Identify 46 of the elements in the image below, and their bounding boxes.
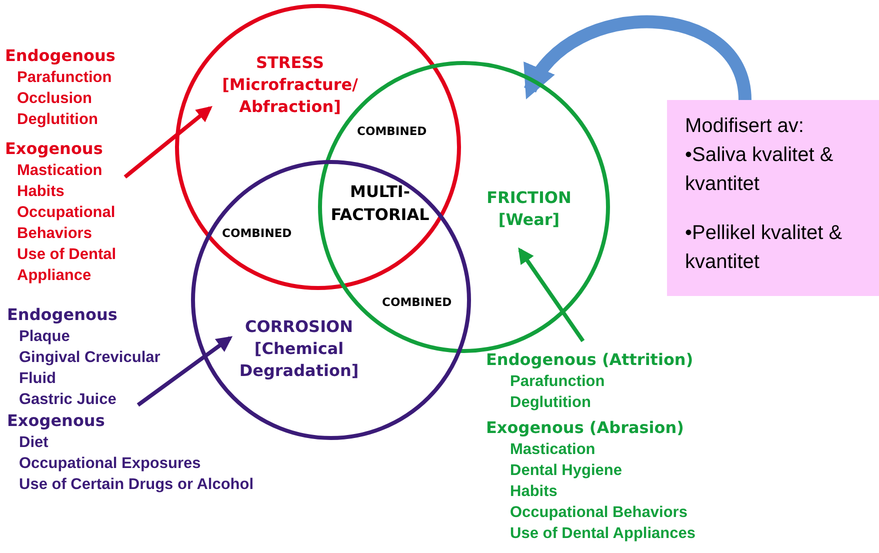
note-text: •Pellikel kvalitet & kvantitet [685,221,844,275]
factor-item: Deglutition [16,110,99,130]
category-subtitle: [Microfracture/ Abfraction] [221,74,359,118]
factor-item: Plaque [18,327,71,347]
factor-item: Dental Hygiene [509,461,623,481]
curved-arrow [524,15,752,101]
center-label: MULTI-FACTORIAL [330,181,430,226]
factor-heading: Exogenous [7,410,106,432]
overlap-label: COMBINED [382,295,452,309]
factor-item: Habits [16,182,66,202]
factor-item: Gastric Juice [18,390,118,410]
category-title: STRESS [254,52,325,74]
factor-heading: Exogenous [5,138,104,160]
factor-item: Gingival Crevicular Fluid [18,348,162,389]
factor-item: Parafunction [16,68,113,88]
factor-item: Occupational Behaviors [509,503,688,523]
note-text: Modifisert av: [685,114,805,139]
category-subtitle: [Wear] [497,209,561,231]
factor-item: Use of Certain Drugs or Alcohol [18,475,254,495]
factor-heading: Exogenous (Abrasion) [486,417,685,439]
factor-item: Occlusion [16,89,93,109]
arrow [518,247,585,342]
factor-item: Use of Dental Appliances [509,524,696,544]
factor-heading: Endogenous (Attrition) [486,349,694,371]
factor-item: Habits [509,482,558,502]
category-subtitle: [Chemical Degradation] [238,338,360,382]
factor-item: Diet [18,433,50,453]
category-title: CORROSION [244,316,354,338]
overlap-label: COMBINED [357,124,427,138]
note-text: •Saliva kvalitet & kvantitet [685,143,834,197]
category-circle [191,160,471,440]
factor-item: Parafunction [509,372,606,392]
overlap-label: COMBINED [222,226,292,240]
factor-item: Deglutition [509,393,592,413]
note-box [667,100,879,296]
factor-item: Occupational Behaviors [16,203,116,244]
category-circle [175,4,461,290]
factor-item: Use of Dental Appliance [16,245,118,286]
factor-item: Mastication [509,440,596,460]
factor-item: Mastication [16,161,104,181]
arrow [136,336,233,407]
factor-heading: Endogenous [7,304,118,326]
factor-heading: Endogenous [5,45,116,67]
arrow [124,106,212,179]
category-title: FRICTION [486,187,572,209]
factor-item: Occupational Exposures [18,454,202,474]
